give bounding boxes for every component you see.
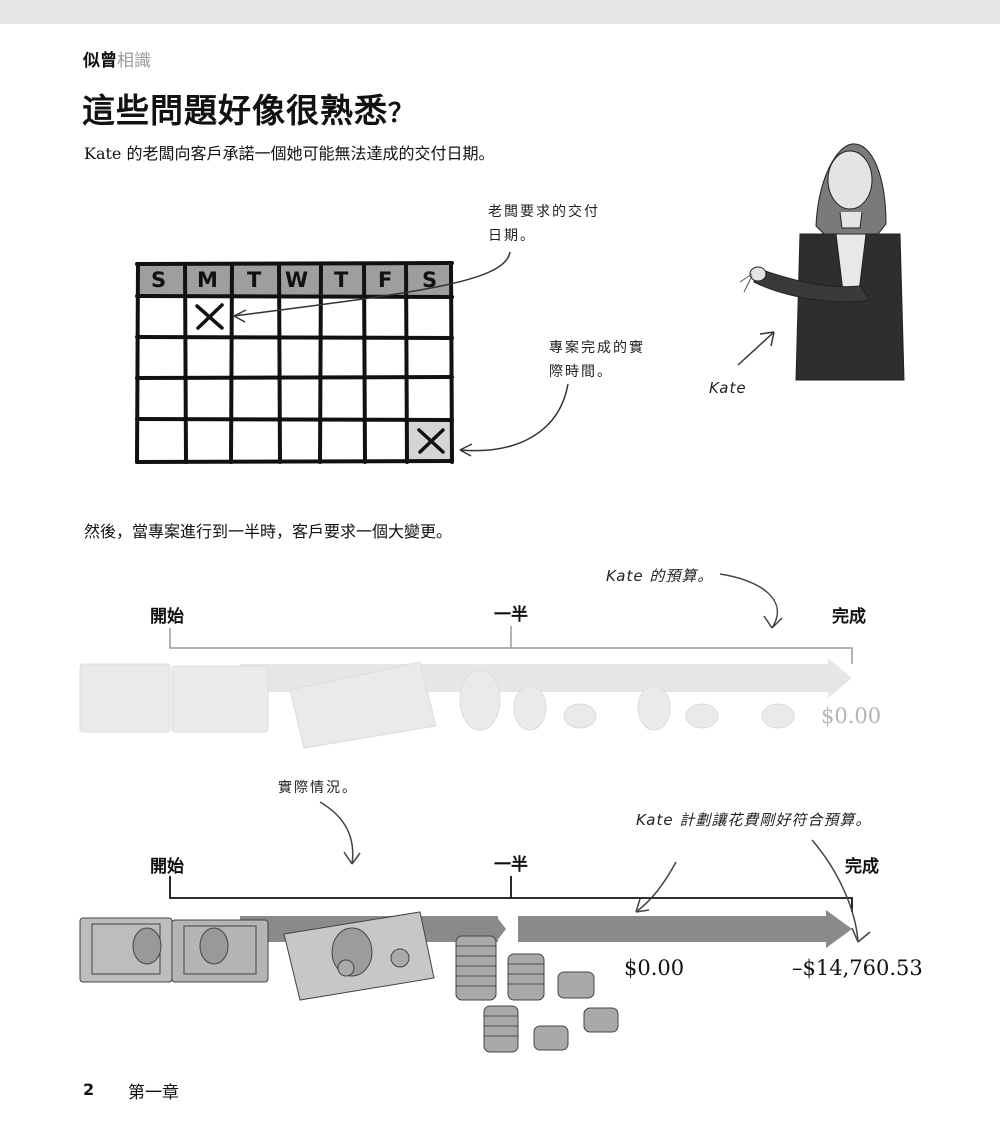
boss-date-annotation: 老闆要求的交付 日期。 [488, 204, 600, 244]
transition-text: 然後，當專案進行到一半時，客戶要求一個大變更。 [84, 522, 453, 541]
actual-mid-amount: $0.00 [624, 956, 685, 980]
day-header-tue: T [247, 268, 262, 292]
plan-finish-label: 完成 [832, 607, 866, 627]
plan-end-amount: $0.00 [821, 704, 882, 728]
actual-annotation: 實際情況。 [278, 780, 358, 796]
section-label: 似曾相識 [83, 51, 151, 71]
page-title: 這些問題好像很熟悉？ [82, 91, 416, 130]
budget-annotation: Kate 的預算。 [606, 567, 714, 585]
actual-end-amount: –$14,760.53 [792, 956, 923, 980]
chapter-label: 第一章 [128, 1083, 179, 1103]
day-header-mon: M [197, 268, 218, 292]
top-bar [0, 0, 1000, 24]
calendar-day-headers: S M T W T F S [137, 266, 452, 296]
intro-text: Kate 的老闆向客戶承諾一個她可能無法達成的交付日期。 [84, 144, 495, 163]
page-number: 2 [83, 1080, 95, 1099]
day-header-fri: F [378, 268, 393, 292]
plan-half-label: 一半 [494, 605, 528, 625]
plan-annotation: Kate 計劃讓花費剛好符合預算。 [636, 811, 872, 829]
actual-start-label: 開始 [150, 857, 184, 877]
day-header-wed: W [285, 268, 309, 292]
day-header-sun: S [151, 268, 167, 292]
actual-half-label: 一半 [494, 855, 528, 875]
day-header-sat: S [422, 268, 438, 292]
actual-finish-label: 完成 [845, 857, 879, 877]
actual-date-annotation: 專案完成的實 際時間。 [549, 340, 645, 380]
plan-start-label: 開始 [150, 607, 184, 627]
kate-label: Kate [709, 379, 747, 397]
day-header-thu: T [334, 268, 349, 292]
